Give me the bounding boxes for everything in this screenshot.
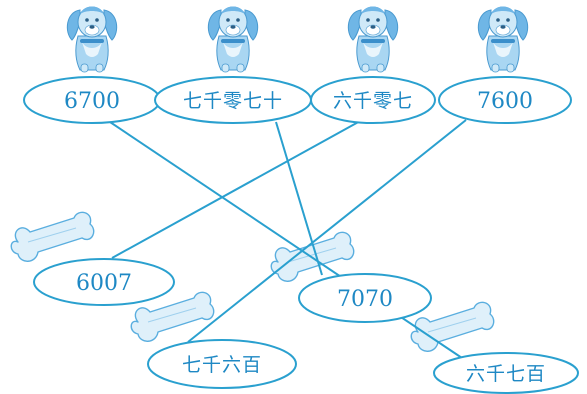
dog-icon bbox=[207, 6, 259, 73]
connection-line bbox=[187, 119, 467, 343]
connection-line bbox=[275, 121, 323, 276]
connection-line bbox=[111, 119, 363, 259]
connection-line bbox=[109, 121, 463, 359]
bottom-labels: 6007 7070 七千六百 六千七百 bbox=[33, 258, 579, 394]
oval bbox=[438, 76, 572, 124]
oval bbox=[147, 339, 297, 389]
top-label-4: 7600 bbox=[477, 89, 533, 114]
oval bbox=[433, 352, 579, 394]
oval bbox=[310, 76, 436, 124]
top-labels: 6700 七千零七十 六千零七 7600 bbox=[23, 76, 572, 124]
oval bbox=[33, 258, 175, 306]
bottom-label-2: 7070 bbox=[337, 287, 393, 312]
bottom-label-4: 六千七百 bbox=[466, 363, 546, 385]
connection-lines bbox=[109, 119, 467, 359]
top-label-3: 六千零七 bbox=[333, 90, 413, 112]
top-label-2: 七千零七十 bbox=[183, 90, 283, 112]
oval bbox=[298, 273, 432, 323]
bone-icon bbox=[10, 211, 95, 262]
top-label-1: 6700 bbox=[64, 89, 120, 114]
bottom-label-3: 七千六百 bbox=[182, 354, 262, 376]
dog-icon bbox=[477, 6, 529, 73]
bottom-label-1: 6007 bbox=[76, 271, 132, 296]
dog-icon bbox=[347, 6, 399, 73]
dog-icon bbox=[66, 6, 118, 73]
